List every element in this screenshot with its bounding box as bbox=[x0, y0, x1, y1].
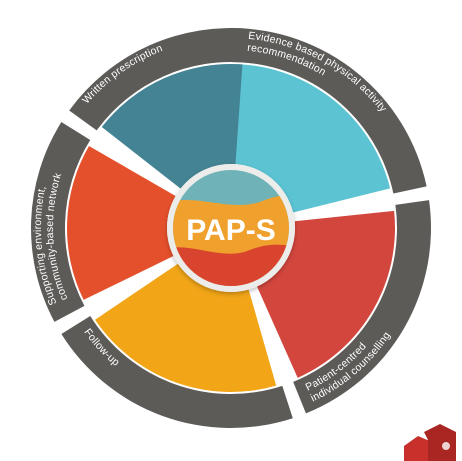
logo-dot bbox=[442, 442, 450, 450]
ring-band-counselling bbox=[293, 200, 431, 414]
inner-segments bbox=[67, 63, 395, 392]
logo-shape-right bbox=[424, 424, 456, 461]
segment-follow-up bbox=[95, 263, 277, 392]
segment-counselling bbox=[257, 210, 395, 378]
ring-band-environment bbox=[30, 122, 91, 322]
outer-ring bbox=[30, 27, 431, 428]
segment-evidence bbox=[233, 64, 391, 213]
ring-band-prescription bbox=[69, 27, 252, 131]
center-wave-red bbox=[173, 244, 289, 286]
center-hub: PAP-S bbox=[167, 164, 295, 292]
segment-environment bbox=[67, 146, 176, 300]
segment-prescription bbox=[101, 63, 243, 189]
logo-shape-left bbox=[404, 436, 432, 461]
ring-band-evidence bbox=[231, 28, 427, 194]
ring-band-follow-up bbox=[61, 315, 293, 428]
corner-logo-icon bbox=[404, 424, 456, 461]
center-title: PAP-S bbox=[186, 214, 275, 247]
